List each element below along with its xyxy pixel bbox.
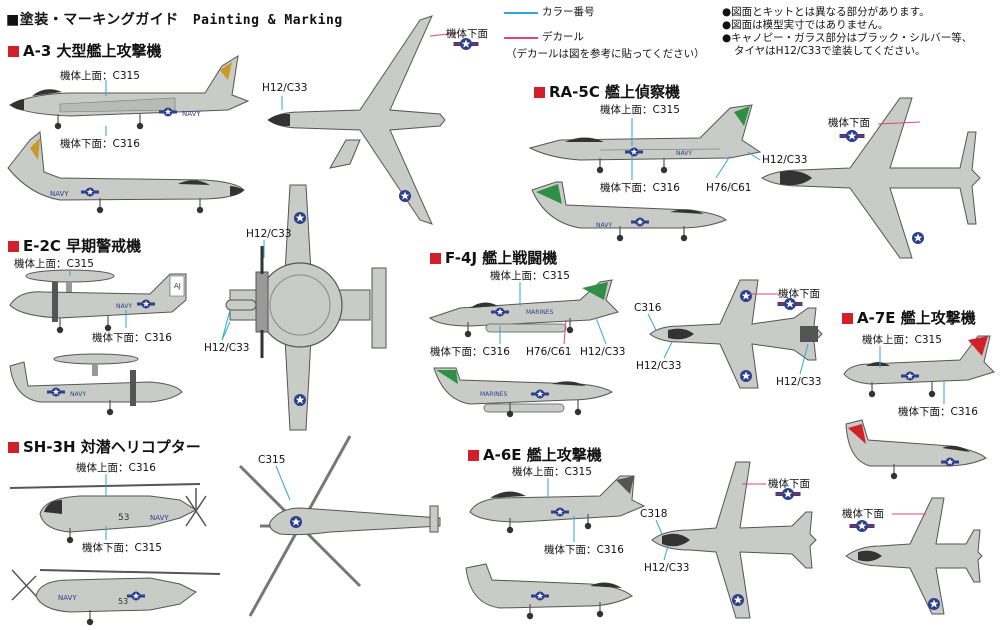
label-ra5c-top: 機体上面：C315: [600, 104, 680, 116]
legend-color-line: [504, 12, 538, 14]
legend-color-number: カラー番号: [542, 6, 595, 18]
label-a7e-top: 機体上面：C315: [862, 334, 942, 346]
label-a7e-bottom: 機体下面：C316: [898, 406, 978, 418]
label-f4j-top: 機体上面：C315: [490, 270, 570, 282]
label-a6e-top: 機体上面：C315: [512, 466, 592, 478]
a6e-top-view: [651, 461, 817, 619]
svg-text:53: 53: [118, 597, 128, 606]
a7e-top-view: [845, 497, 983, 615]
label-a6e-bottom: 機体下面：C316: [544, 544, 624, 556]
ra5c-side-bottom: NAVY: [531, 181, 727, 242]
svg-text:AJ: AJ: [174, 282, 181, 290]
svg-text:NAVY: NAVY: [150, 514, 169, 522]
label-e2c-top: 機体上面：C315: [14, 258, 94, 270]
label-a3-canopy: H12/C33: [262, 82, 308, 94]
legend-decal: デカール: [542, 31, 584, 43]
svg-text:53: 53: [118, 513, 129, 523]
a7e-side-top: [843, 335, 995, 398]
label-sh3h-top: 機体上面：C316: [76, 462, 156, 474]
label-ra5c-h12: H12/C33: [762, 154, 808, 166]
f4j-side-bottom: MARINES: [433, 367, 614, 418]
sh3h-side-bottom: NAVY 53: [11, 569, 221, 626]
section-title-a7e: A-7E 艦上攻撃機: [842, 307, 976, 328]
svg-text:NAVY: NAVY: [58, 594, 77, 602]
label-ra5c-bottom: 機体下面：C316: [600, 182, 680, 194]
svg-text:NAVY: NAVY: [676, 150, 692, 157]
label-f4j-under: 機体下面: [778, 288, 820, 300]
e2c-side-bottom: NAVY: [9, 353, 183, 416]
label-f4j-c316: C316: [634, 302, 662, 314]
label-e2c-bottom: 機体下面：C316: [92, 332, 172, 344]
notes-block: ●図面とキットとは異なる部分があります。 ●図面は模型実寸ではありません。 ●キ…: [722, 6, 972, 58]
label-a6e-h12: H12/C33: [644, 562, 690, 574]
note-line: タイヤはH12/C33で塗装してください。: [734, 45, 926, 57]
section-title-e2c: E-2C 早期警戒機: [8, 235, 141, 256]
label-f4j-bottom: 機体下面：C316: [430, 346, 510, 358]
label-f4j-h12c: H12/C33: [776, 376, 822, 388]
f4j-top-view: [649, 279, 823, 389]
section-title-a3: A-3 大型艦上攻撃機: [8, 40, 162, 61]
label-a3-bottom: 機体下面：C316: [60, 138, 140, 150]
label-a6e-c318: C318: [640, 508, 668, 520]
label-sh3h-bottom: 機体下面：C315: [82, 542, 162, 554]
legend-decal-line: [504, 37, 538, 39]
sh3h-side-top: 53 NAVY: [9, 483, 207, 544]
label-a3-top: 機体上面：C315: [60, 70, 140, 82]
svg-text:NAVY: NAVY: [116, 303, 132, 310]
f4j-side-top: MARINES: [428, 279, 619, 338]
a3-side-top: NAVY: [9, 54, 250, 130]
label-a7e-under: 機体下面: [842, 508, 884, 520]
svg-text:NAVY: NAVY: [182, 110, 201, 118]
section-title-sh3h: SH-3H 対潜ヘリコプター: [8, 436, 201, 457]
a3-top-view: [267, 15, 446, 225]
note-line: ●図面とキットとは異なる部分があります。: [722, 6, 930, 18]
e2c-side-top: AJ NAVY: [9, 269, 187, 334]
sh3h-top-view: [238, 435, 441, 617]
title-jp: ■塗装・マーキングガイド: [6, 12, 179, 28]
ra5c-side-top: NAVY: [528, 104, 762, 174]
ra5c-top-view: [760, 97, 981, 259]
section-title-a6e: A-6E 艦上攻撃機: [468, 444, 602, 465]
a7e-side-bottom: [845, 419, 987, 480]
a3-side-bottom: NAVY: [7, 131, 245, 214]
a6e-side-bottom: [465, 563, 633, 620]
a6e-side-top: [469, 475, 646, 534]
label-a6e-under: 機体下面: [768, 478, 810, 490]
svg-text:MARINES: MARINES: [480, 391, 507, 398]
svg-text:NAVY: NAVY: [70, 391, 86, 398]
section-title-ra5c: RA-5C 艦上偵察機: [534, 81, 680, 102]
section-title-f4j: F-4J 艦上戦闘機: [430, 247, 557, 268]
label-e2c-prop-top: H12/C33: [246, 228, 292, 240]
label-e2c-prop-left: H12/C33: [204, 342, 250, 354]
svg-text:NAVY: NAVY: [50, 190, 69, 198]
svg-text:NAVY: NAVY: [596, 222, 612, 229]
label-sh3h-c315: C315: [258, 454, 286, 466]
leader-lines: [69, 32, 945, 561]
title-en: Painting & Marking: [192, 13, 343, 28]
label-f4j-h76: H76/C61: [526, 346, 572, 358]
label-a3-under: 機体下面: [446, 28, 488, 40]
label-ra5c-under: 機体下面: [828, 117, 870, 129]
label-f4j-h12: H12/C33: [580, 346, 626, 358]
page-title: ■塗装・マーキングガイド Painting & Marking: [6, 9, 343, 29]
note-line: ●図面は模型実寸ではありません。: [722, 19, 889, 31]
legend-decal-note: （デカールは図を参考に貼ってください）: [506, 48, 705, 60]
note-line: ●キャノピー・ガラス部分はブラック・シルバー等、: [722, 32, 973, 44]
e2c-top-view: [225, 184, 387, 431]
label-f4j-h12b: H12/C33: [636, 360, 682, 372]
label-ra5c-h76: H76/C61: [706, 182, 752, 194]
svg-text:MARINES: MARINES: [526, 309, 553, 316]
